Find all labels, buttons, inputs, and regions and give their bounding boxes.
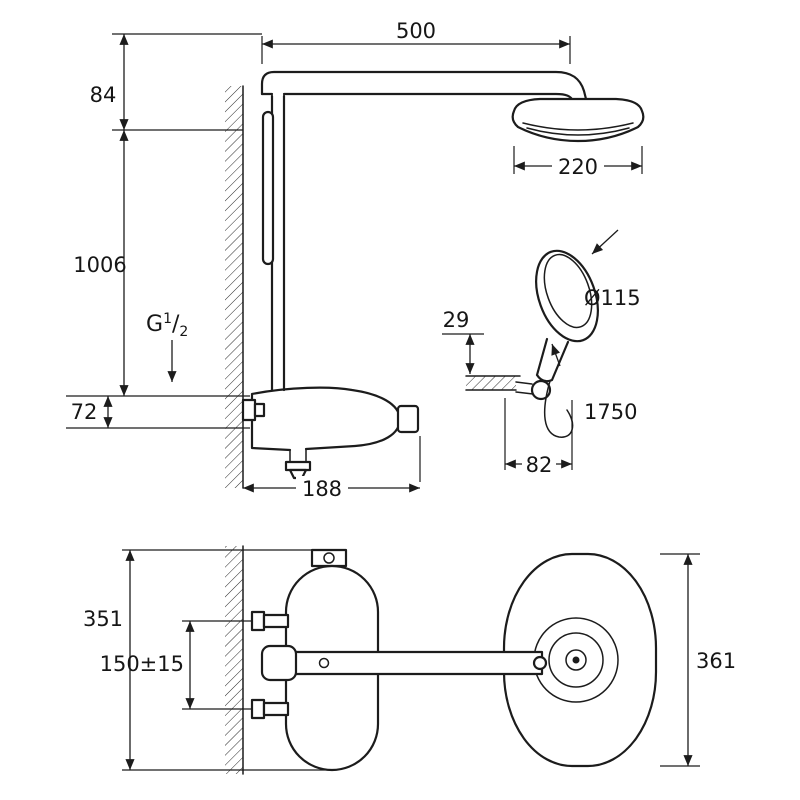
dim-84-label: 84 — [90, 83, 117, 107]
dim-351-label: 351 — [83, 607, 123, 631]
dim-d115-label: Ø115 — [584, 286, 641, 310]
dim-84-extension-lines — [112, 33, 262, 131]
dim-82-label: 82 — [526, 453, 553, 477]
head-shower-outline — [511, 97, 645, 143]
dim-1006-label: 1006 — [73, 253, 126, 277]
plan-arm-screw — [318, 657, 330, 669]
plan-head-shower — [502, 552, 658, 768]
head-shower — [511, 97, 645, 143]
dim-body-height: 351 — [83, 549, 334, 771]
side-view-dimensions: 500 84 1006 72 G1/2 — [66, 19, 643, 501]
dim-d115-arrow-top — [591, 229, 619, 255]
mixer-knob — [396, 404, 420, 434]
dim-handshower-diameter: Ø115 — [551, 229, 641, 367]
hand-shower-face — [543, 253, 593, 329]
thread-slash: / — [172, 312, 180, 337]
holder-wall-lines — [465, 375, 521, 391]
dim-220-label-mask — [552, 152, 604, 178]
shower-arm — [260, 70, 588, 103]
wall-hatching — [225, 86, 243, 488]
hose-length-callout: 1750 — [584, 400, 637, 424]
holder-wall-hatching — [466, 376, 516, 390]
hose-outlet — [289, 448, 307, 463]
side-view: 500 84 1006 72 G1/2 — [66, 19, 645, 501]
holder-arm — [515, 381, 534, 395]
dim-arm-length: 500 — [261, 19, 571, 64]
mixer-body — [241, 386, 420, 480]
dim-29-label: 29 — [443, 308, 470, 332]
plan-shower-arm — [260, 644, 548, 682]
hose-length-label: 1750 — [584, 400, 637, 424]
dim-82-extension-lines — [504, 398, 573, 470]
plan-wall-hatching — [225, 546, 243, 774]
dim-351-extension-lines — [122, 549, 334, 771]
plan-view: 351 150±15 361 — [83, 545, 736, 775]
dim-inlet-spacing: 72 — [66, 396, 250, 429]
thread-numerator: 1 — [163, 311, 172, 327]
dim-188-label-mask — [296, 476, 348, 500]
plan-arm-bar — [266, 650, 544, 676]
dim-82-label-mask — [522, 452, 556, 476]
plan-wall-section — [225, 545, 244, 775]
thread-size-label: G1/2 — [146, 311, 188, 340]
dim-188-label: 188 — [302, 477, 342, 501]
arm-outer-line — [260, 70, 588, 101]
hand-shower — [465, 249, 599, 438]
mixer-outline — [250, 386, 402, 452]
glide-rail — [261, 110, 275, 266]
plan-head-center-dot — [572, 656, 580, 664]
plan-connector-top-nut — [250, 610, 266, 632]
dim-72-label: 72 — [71, 400, 98, 424]
plan-connector-bottom-pipe — [262, 701, 290, 717]
dim-head-width: 361 — [660, 553, 736, 767]
hose-outlet-nut — [284, 460, 312, 472]
dim-150-label: 150±15 — [100, 652, 184, 676]
inlet-stub — [253, 402, 266, 418]
dim-connection-spacing: 150±15 — [100, 620, 252, 710]
plan-connector-top-pipe — [262, 613, 290, 629]
plan-bracket-screw — [323, 552, 335, 564]
holder-ring — [530, 379, 552, 401]
thread-prefix: G — [146, 312, 163, 337]
dim-body-length: 188 — [243, 436, 421, 501]
dim-holder-offset: 29 — [442, 308, 484, 374]
dim-361-extension-lines — [660, 553, 700, 767]
plan-riser-block — [260, 644, 298, 682]
dim-arm-drop: 84 — [90, 33, 262, 131]
plan-view-dimensions: 351 150±15 361 — [83, 549, 736, 771]
thread-denominator: 2 — [179, 324, 188, 340]
dim-500-label: 500 — [396, 19, 436, 43]
thread-size-callout: G1/2 — [146, 311, 188, 382]
plan-head-hub — [565, 649, 587, 671]
dim-riser-height: 1006 — [66, 130, 250, 397]
plan-arm-pivot — [532, 655, 548, 671]
plan-connector-bottom-nut — [250, 698, 266, 720]
dim-361-label: 361 — [696, 649, 736, 673]
shower-riser — [261, 94, 286, 392]
dim-head-diameter: 220 — [513, 146, 643, 179]
plan-head-inner-ring — [548, 632, 604, 688]
dim-holder-spacing: 82 — [504, 398, 573, 477]
head-shower-spray-face — [522, 122, 634, 136]
dim-d115-arrow-bottom — [551, 343, 561, 367]
inlet-union-nut — [241, 398, 257, 422]
dim-220-label: 220 — [558, 155, 598, 179]
